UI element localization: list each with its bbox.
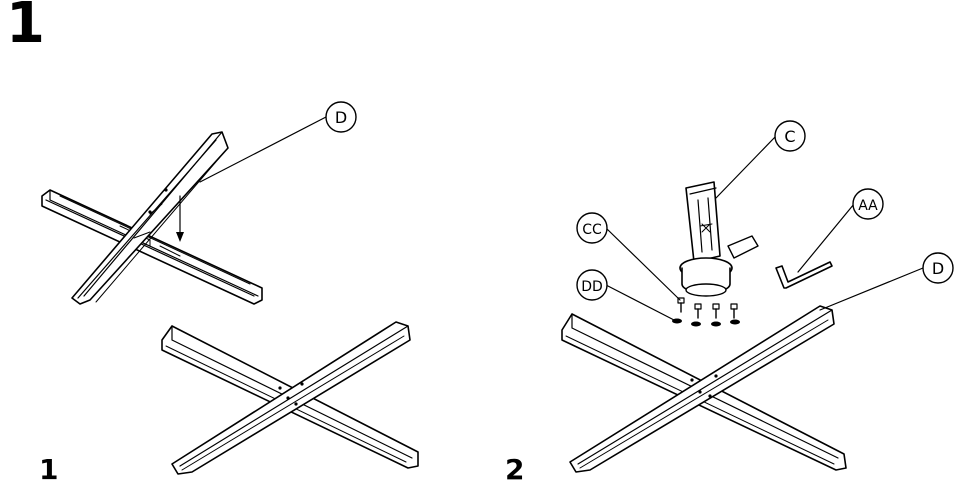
- callout-label: DD: [581, 279, 603, 295]
- callout-d-panel-2: D: [819, 252, 954, 311]
- allen-key-aa: [775, 261, 833, 289]
- bolts-cc: [677, 297, 738, 319]
- assembled-cross-panel-2: [561, 305, 847, 473]
- washers-dd: [672, 318, 740, 327]
- callout-label: CC: [582, 222, 602, 238]
- base-rail-cross-exploded: [71, 131, 229, 305]
- callout-c: C: [715, 120, 806, 199]
- panel-2-hub-mounting: C AA: [561, 120, 954, 473]
- assembled-cross-panel-1: [161, 321, 419, 475]
- step-number: 1: [6, 0, 45, 56]
- callout-cc: CC: [576, 212, 681, 301]
- callout-label: C: [784, 127, 795, 146]
- hub-part-c: [679, 181, 759, 297]
- insert-arrow: [176, 195, 184, 242]
- callout-dd: DD: [576, 269, 675, 321]
- panel-1-exploded-cross: D: [41, 101, 419, 475]
- callout-label: D: [932, 259, 944, 278]
- callout-label: AA: [858, 198, 878, 214]
- substep-label-1: 1: [39, 453, 59, 486]
- base-rail-long-exploded: [41, 189, 263, 305]
- callout-aa: AA: [797, 188, 884, 273]
- substep-label-2: 2: [505, 453, 525, 486]
- callout-d-panel-1: D: [199, 101, 357, 183]
- callout-label: D: [335, 108, 347, 127]
